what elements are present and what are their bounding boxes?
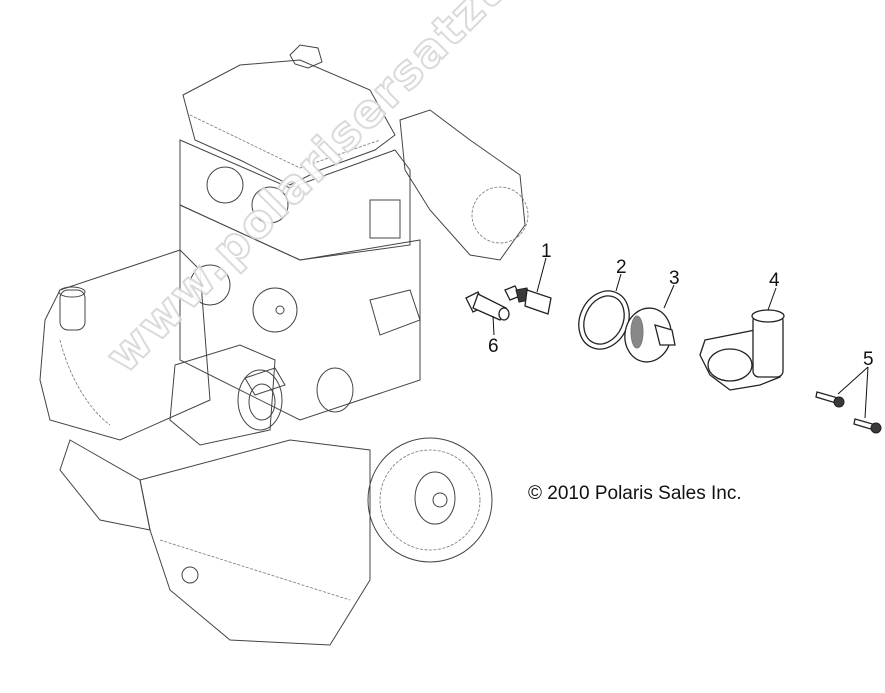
callout-1: 1 [541,241,552,262]
part-3-thermostat[interactable] [621,284,676,366]
part-1-sensor[interactable] [504,257,552,315]
part-4-thermostat-housing[interactable] [699,287,785,391]
callout-5: 5 [863,349,874,370]
engine-drawing [39,44,529,646]
callout-4: 4 [769,270,780,291]
callout-3: 3 [669,268,680,289]
copyright-text: © 2010 Polaris Sales Inc. [528,483,742,504]
callout-6: 6 [488,336,499,357]
callout-2: 2 [616,257,627,278]
part-2-o-ring[interactable] [570,273,639,357]
part-5-bolts[interactable] [815,366,882,434]
part-6-hose-fitting[interactable] [465,291,510,336]
